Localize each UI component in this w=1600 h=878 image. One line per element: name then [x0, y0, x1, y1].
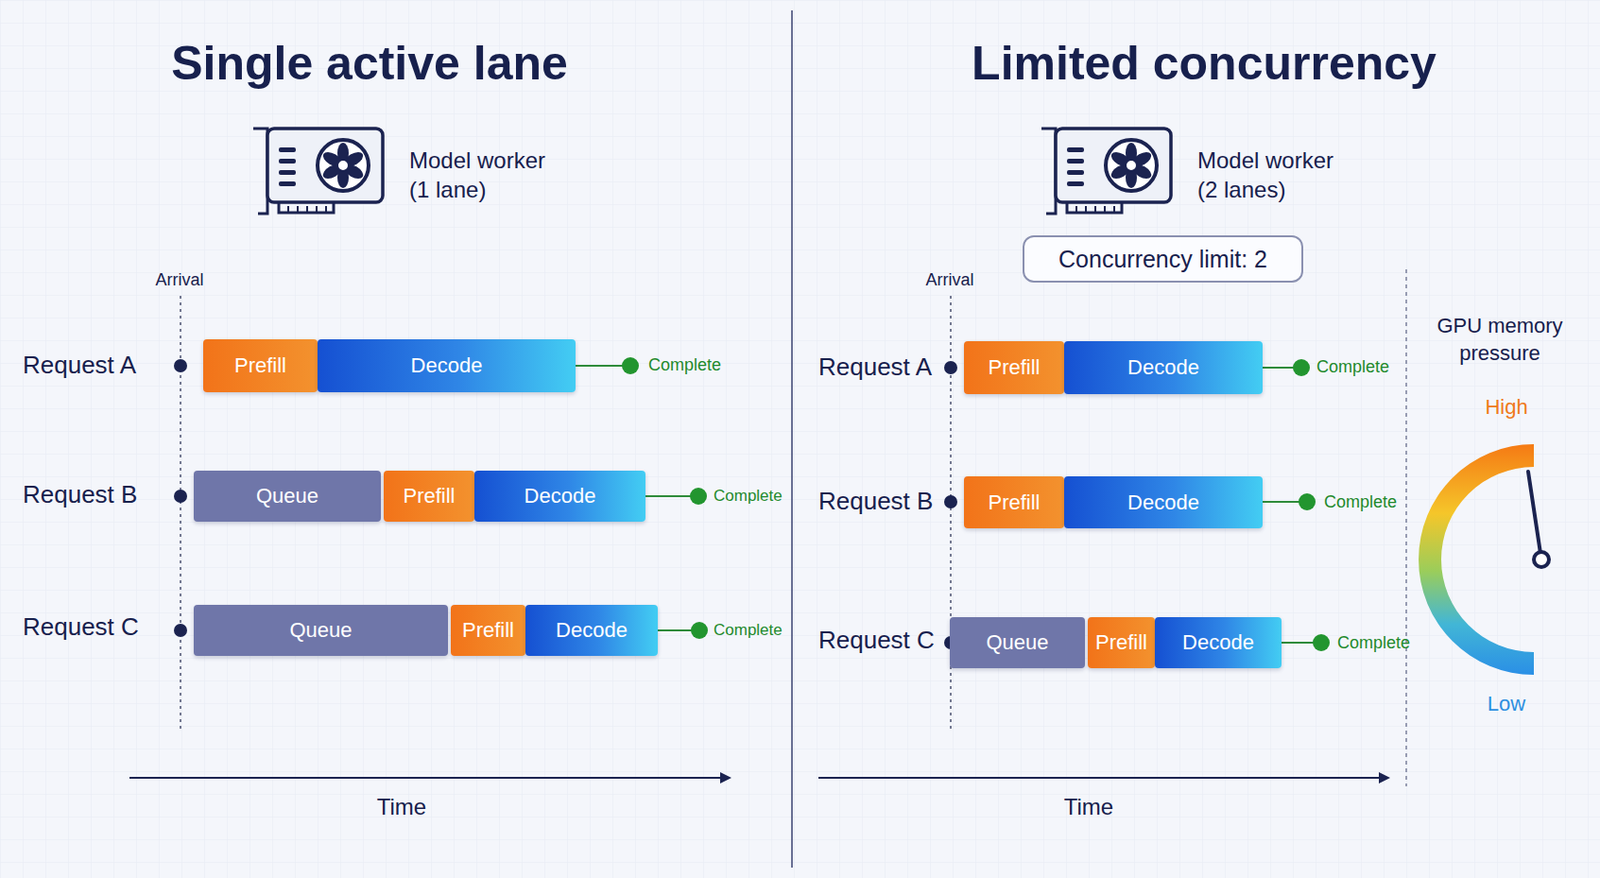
- queue-segment: Queue: [949, 617, 1085, 669]
- prefill-segment: Prefill: [1087, 617, 1155, 669]
- segment-label: Decode: [524, 483, 597, 509]
- complete-label: Complete: [1324, 491, 1397, 514]
- segment-label: Queue: [985, 630, 1049, 655]
- complete-label: Complete: [1316, 356, 1390, 379]
- queue-segment: Queue: [193, 470, 381, 522]
- segment-label: Prefill: [462, 618, 515, 643]
- prefill-segment: Prefill: [383, 470, 475, 522]
- decode-segment: Decode: [1064, 341, 1263, 395]
- segment-label: Concurrency limit: 2: [1058, 245, 1268, 274]
- prefill-segment: Prefill: [963, 341, 1065, 395]
- complete-label: Complete: [648, 354, 722, 377]
- request-label: Request B: [818, 485, 933, 518]
- segment-label: Queue: [289, 618, 352, 643]
- gauge-low: Low: [1487, 690, 1526, 719]
- queue-segment: Queue: [193, 604, 448, 656]
- request-label: Request C: [22, 611, 139, 644]
- request-label: Request A: [22, 349, 137, 382]
- gauge-high: High: [1484, 394, 1528, 422]
- axis-label: Time: [377, 791, 427, 822]
- worker-label: Model worker (2 lanes): [1197, 145, 1354, 205]
- arrival-label: Arrival: [925, 269, 974, 292]
- segment-label: Decode: [411, 353, 483, 379]
- segment-label: Prefill: [1095, 630, 1148, 655]
- decode-segment: Decode: [1154, 617, 1282, 669]
- request-label: Request C: [818, 624, 935, 657]
- axis-label: Time: [1064, 791, 1114, 822]
- segment-label: Decode: [1182, 630, 1255, 655]
- segment-label: Prefill: [402, 483, 455, 509]
- gauge-title: GPU memory pressure: [1428, 312, 1571, 367]
- prefill-segment: Prefill: [963, 476, 1065, 529]
- segment-label: Prefill: [987, 490, 1040, 516]
- segment-label: Decode: [1127, 490, 1200, 516]
- decode-segment: Decode: [317, 339, 576, 393]
- segment-label: Prefill: [987, 355, 1040, 380]
- complete-label: Complete: [713, 619, 783, 641]
- segment-label: Decode: [555, 618, 628, 643]
- segment-label: Queue: [256, 483, 319, 509]
- worker-label: Model worker (1 lane): [409, 145, 566, 205]
- panel-title: Limited concurrency: [971, 33, 1437, 95]
- segment-label: Prefill: [234, 353, 287, 379]
- request-label: Request A: [818, 351, 932, 384]
- limit-badge: Concurrency limit: 2: [1022, 235, 1304, 283]
- decode-segment: Decode: [1064, 476, 1263, 529]
- complete-label: Complete: [1337, 632, 1411, 654]
- arrival-label: Arrival: [154, 269, 204, 292]
- segment-label: Decode: [1127, 355, 1200, 380]
- decode-segment: Decode: [474, 470, 646, 522]
- prefill-segment: Prefill: [450, 604, 526, 656]
- prefill-segment: Prefill: [203, 339, 318, 393]
- complete-label: Complete: [713, 485, 783, 507]
- decode-segment: Decode: [525, 604, 658, 656]
- request-label: Request B: [22, 479, 138, 512]
- panel-title: Single active lane: [171, 33, 568, 95]
